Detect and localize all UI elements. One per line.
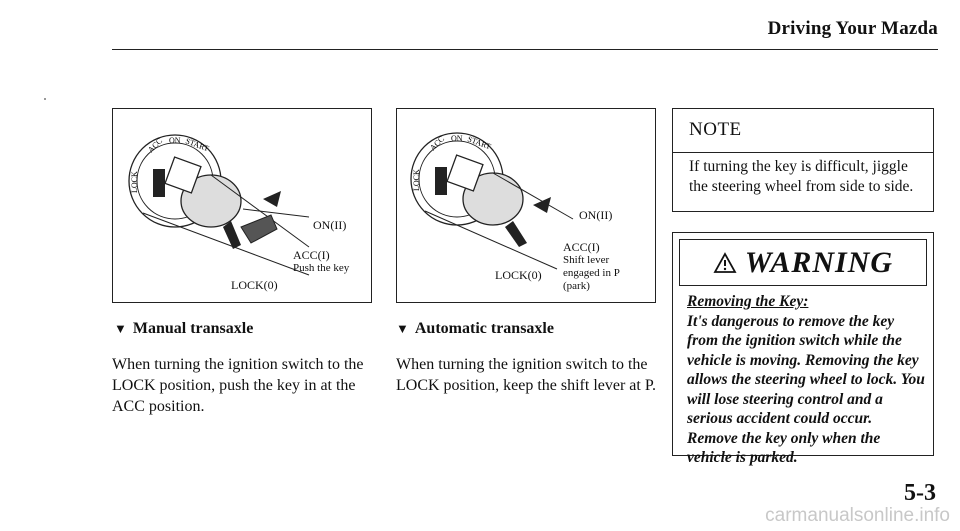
note-text: If turning the key is difficult, jiggle … (689, 158, 914, 195)
section-title: Driving Your Mazda (767, 18, 938, 39)
manual-transaxle-caption: ▼ Manual transaxle (114, 320, 253, 338)
svg-text:LOCK: LOCK (130, 171, 139, 193)
automatic-transaxle-text: When turning the ignition switch to the … (396, 356, 656, 394)
warning-triangle-icon (713, 251, 737, 273)
warning-title: WARNING (744, 245, 894, 279)
lock-position-label: LOCK(0) (495, 268, 542, 282)
watermark: carmanualsonline.info (765, 505, 950, 526)
warning-body: Removing the Key: It's dangerous to remo… (687, 292, 925, 468)
ignition-switch-illustration: ACC ON START LOCK (128, 134, 310, 276)
svg-text:ACC: ACC (428, 134, 446, 152)
lock-position-label: LOCK(0) (231, 278, 278, 292)
caption-text: Automatic transaxle (414, 320, 554, 337)
svg-text:LOCK: LOCK (412, 169, 421, 191)
caption-text: Manual transaxle (132, 320, 254, 337)
on-position-label: ON(II) (579, 208, 613, 222)
warning-header: WARNING (679, 239, 927, 286)
manual-transaxle-text: When turning the ignition switch to the … (112, 356, 364, 415)
svg-text:ON: ON (169, 136, 181, 145)
automatic-transaxle-figure: ACC ON START LOCK ON(II) ACC(I) Shift le… (396, 108, 656, 303)
ignition-switch-illustration: ACC ON START LOCK (410, 132, 574, 270)
triangle-down-icon: ▼ (114, 321, 127, 336)
acc-position-label: ACC(I) (293, 248, 330, 262)
warning-box: WARNING Removing the Key: It's dangerous… (672, 232, 934, 466)
acc-position-note: Push the key (293, 262, 350, 274)
svg-text:ACC: ACC (146, 136, 164, 154)
warning-subtitle: Removing the Key: (687, 293, 809, 310)
svg-text:ON: ON (451, 134, 463, 143)
header-divider (112, 49, 938, 50)
automatic-transaxle-caption: ▼ Automatic transaxle (396, 320, 554, 338)
triangle-down-icon: ▼ (396, 321, 409, 336)
acc-note-line-3: (park) (563, 280, 590, 292)
manual-transaxle-figure: ACC ON START LOCK ON(II) ACC(I) Push the… (112, 108, 372, 303)
acc-note-line-1: Shift lever (563, 254, 610, 266)
warning-text: It's dangerous to remove the key from th… (687, 312, 925, 467)
scan-speck (44, 98, 46, 100)
note-box: NOTE If turning the key is difficult, ji… (672, 108, 934, 212)
on-position-label: ON(II) (313, 218, 347, 232)
acc-position-label: ACC(I) (563, 240, 600, 254)
acc-note-line-2: engaged in P (563, 267, 620, 279)
page-number: 5-3 (904, 480, 936, 506)
note-title: NOTE (673, 109, 933, 153)
